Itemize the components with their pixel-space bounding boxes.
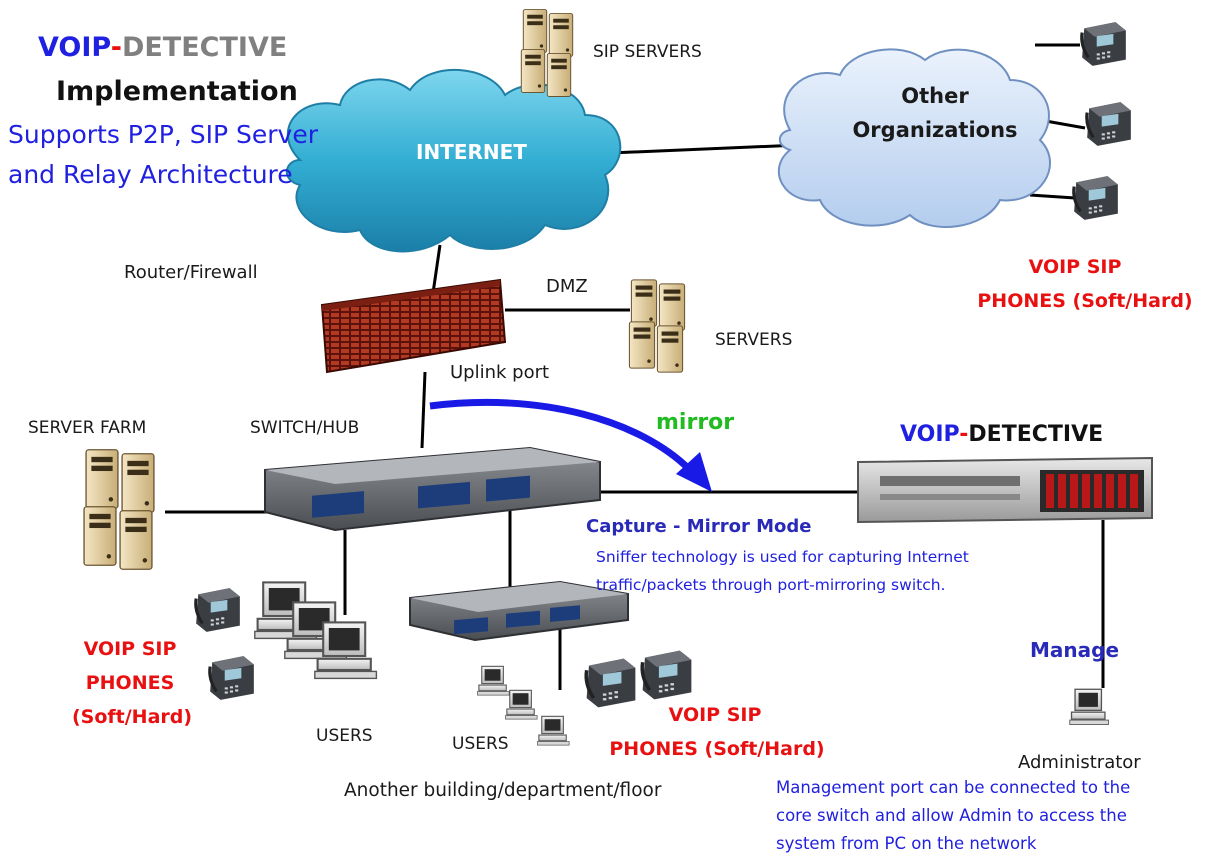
title-brand-first: VOIP <box>38 32 111 63</box>
other-orgs-label-1: Other <box>901 84 969 108</box>
administrator-label: Administrator <box>1018 752 1141 773</box>
title-supports: Supports P2P, SIP Server <box>8 120 318 149</box>
phones-left-label-1: VOIP SIP <box>83 638 177 660</box>
computer-icon <box>313 621 378 680</box>
users-middle-label: USERS <box>452 734 509 754</box>
internet-cloud <box>285 69 622 253</box>
phone-icon <box>584 656 638 710</box>
mirror-label: mirror <box>656 410 735 435</box>
appliance-title-dash: - <box>959 422 969 447</box>
phone-icon <box>640 648 694 702</box>
management-text-1: Management port can be connected to the <box>776 778 1131 797</box>
phones-mid-label-1: VOIP SIP <box>668 704 762 726</box>
sniffer-text-1: Sniffer technology is used for capturing… <box>596 548 969 566</box>
phone-icon <box>1080 20 1128 68</box>
manage-label: Manage <box>1030 638 1120 662</box>
computer-icon <box>1069 688 1110 726</box>
phone-icon <box>208 654 256 702</box>
sniffer-text-2: traffic/packets through port-mirroring s… <box>596 576 946 594</box>
administrator-pc-icon <box>1069 688 1110 726</box>
line-router-switch <box>420 371 427 449</box>
other-organizations-cloud <box>777 48 1051 228</box>
dmz-label: DMZ <box>546 276 588 297</box>
phones-right-label-1: VOIP SIP <box>1028 256 1122 278</box>
appliance-title-first: VOIP <box>900 422 960 447</box>
line-internet-other <box>609 143 801 155</box>
capture-mode-label: Capture - Mirror Mode <box>586 516 812 537</box>
management-text-2: core switch and allow Admin to access th… <box>776 806 1127 825</box>
appliance-title: VOIP-DETECTIVE <box>900 422 1103 447</box>
main-switch-icon <box>264 446 601 532</box>
sip-servers-icon <box>520 9 574 97</box>
sip-servers-label: SIP SERVERS <box>593 42 702 62</box>
voip-detective-appliance-icon <box>857 456 1153 524</box>
title-architecture: and Relay Architecture <box>8 160 293 189</box>
server-farm-label: SERVER FARM <box>28 418 147 438</box>
switch-hub-label: SWITCH/HUB <box>250 418 360 438</box>
router-firewall-label: Router/Firewall <box>124 262 258 283</box>
dmz-servers-icon <box>628 279 686 373</box>
firewall-icon <box>320 278 507 374</box>
internet-label: INTERNET <box>416 140 527 164</box>
phone-icons-middle <box>584 648 694 710</box>
line-other-phone-3 <box>1029 193 1076 200</box>
title-brand-second: DETECTIVE <box>121 32 288 63</box>
connection-lines <box>165 43 1105 690</box>
phone-icon <box>1072 174 1120 222</box>
phones-left-label-2: PHONES <box>85 672 175 694</box>
computer-icon <box>504 689 538 720</box>
phones-mid-label-2: PHONES (Soft/Hard) <box>609 738 825 760</box>
computer-icon <box>476 665 510 696</box>
title-brand: VOIP-DETECTIVE <box>38 32 287 63</box>
users-left-pc-icons <box>253 581 378 680</box>
other-orgs-label-2: Organizations <box>852 118 1018 142</box>
phones-left-label-3: (Soft/Hard) <box>71 706 193 728</box>
management-text-3: system from PC on the network <box>776 834 1037 853</box>
another-building-label: Another building/department/floor <box>344 780 662 801</box>
uplink-port-label: Uplink port <box>450 362 550 383</box>
phones-right-label-2: PHONES (Soft/Hard) <box>977 290 1193 312</box>
appliance-title-second: DETECTIVE <box>968 422 1104 447</box>
title-implementation: Implementation <box>56 76 298 107</box>
users-left-label: USERS <box>316 726 373 746</box>
server-farm-icon <box>83 449 155 570</box>
secondary-switch-icon <box>409 580 629 642</box>
title-brand-dash: - <box>110 32 122 63</box>
computer-icon <box>536 715 570 746</box>
phone-icon <box>194 586 242 634</box>
mirror-arrow <box>429 398 712 492</box>
phone-icon <box>1085 100 1133 148</box>
phone-icons-left <box>194 586 256 702</box>
phone-icons-right <box>1072 20 1133 222</box>
servers-label: SERVERS <box>715 330 793 350</box>
